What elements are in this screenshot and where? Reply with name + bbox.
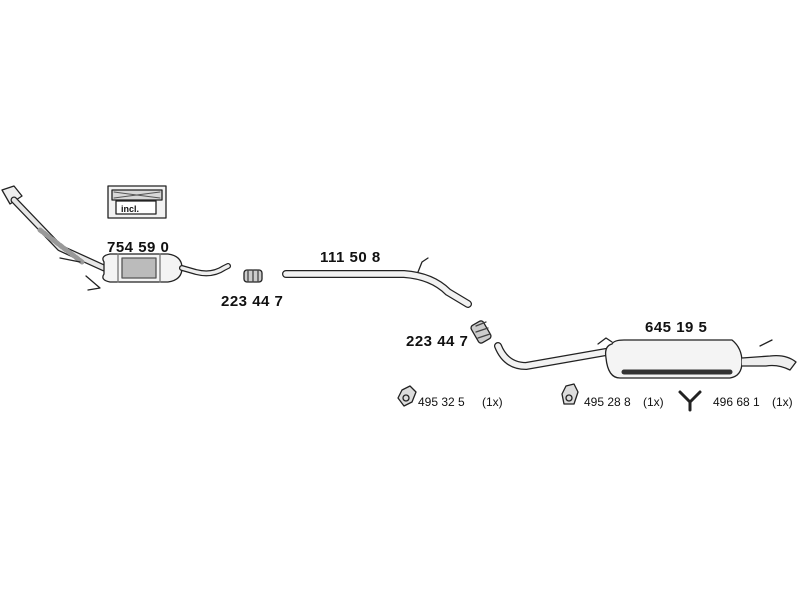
hardware-qty-2: (1x) xyxy=(643,395,664,409)
kit-included-label: incl. xyxy=(121,204,140,214)
hardware-number-2: 495 28 8 xyxy=(584,395,631,409)
hardware-number-3: 496 68 1 xyxy=(713,395,760,409)
part-number-rear-silencer: 645 19 5 xyxy=(645,319,708,336)
middle-pipe xyxy=(282,257,472,308)
front-pipe-catalytic-converter xyxy=(1,185,231,291)
part-number-middle-pipe: 111 50 8 xyxy=(320,249,381,266)
part-number-front-pipe: 754 59 0 xyxy=(107,239,170,256)
part-number-clamp-1: 223 44 7 xyxy=(221,293,284,310)
hardware-qty-3: (1x) xyxy=(772,395,793,409)
clamp-1-icon xyxy=(243,269,263,283)
clamp-2-icon xyxy=(470,320,492,344)
rear-silencer xyxy=(494,337,797,379)
hanger-495-28-8-icon xyxy=(561,383,579,405)
hanger-495-32-5-icon xyxy=(397,385,417,407)
part-number-clamp-2: 223 44 7 xyxy=(406,333,469,350)
hardware-number-1: 495 32 5 xyxy=(418,395,465,409)
kit-box-icon xyxy=(107,185,167,219)
rubber-mount-496-68-1-icon xyxy=(678,390,702,412)
hardware-qty-1: (1x) xyxy=(482,395,503,409)
